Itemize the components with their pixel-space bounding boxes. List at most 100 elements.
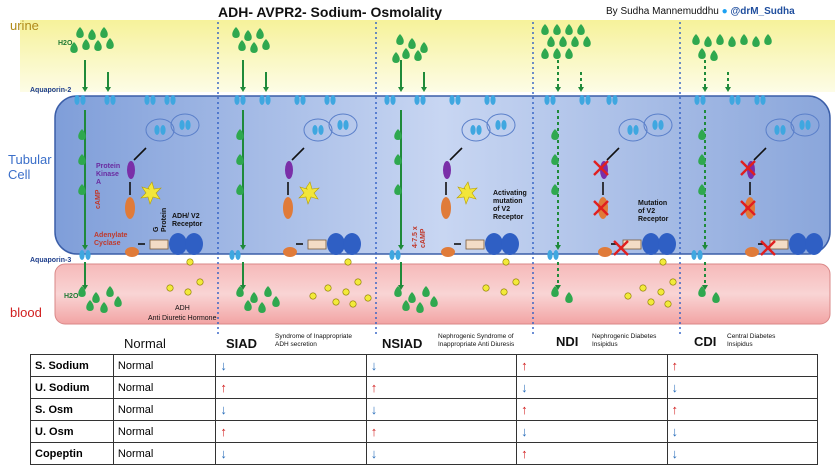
aquaporin-channel — [544, 95, 556, 105]
water-droplet-blood — [236, 286, 244, 297]
v2-receptor — [805, 233, 823, 255]
adh-molecule — [647, 298, 655, 306]
aquaporin-channel — [694, 95, 706, 105]
atp-star — [298, 181, 320, 205]
aquaporin-channel — [484, 95, 496, 105]
arrow-head — [240, 285, 246, 290]
adenylate-cyclase — [598, 247, 612, 257]
column-head-normal: Normal — [124, 336, 166, 351]
aquaporin-channel — [384, 95, 396, 105]
vesicle — [170, 113, 200, 137]
row-parameter-name: U. Osm — [30, 420, 114, 443]
water-droplet — [236, 154, 244, 165]
water-droplet-blood — [250, 292, 258, 303]
water-droplet — [414, 50, 422, 61]
column-head-cdi: CDI — [694, 334, 717, 349]
water-droplet-blood — [430, 296, 438, 307]
arrow-up-icon: ↑ — [521, 358, 528, 373]
arrow-head — [240, 245, 246, 250]
arrow-up-icon: ↑ — [370, 380, 378, 395]
arrow-head — [555, 285, 561, 290]
arrow-down-icon: ↓ — [521, 380, 528, 395]
water-droplet — [551, 184, 559, 195]
aquaporin-channel — [729, 95, 741, 105]
arrow-down-icon: ↓ — [521, 424, 528, 439]
block-cross-icon — [593, 160, 609, 176]
adh-molecule — [184, 288, 192, 296]
aquaporin-channel — [449, 95, 461, 105]
g-protein — [149, 239, 169, 250]
row-ndi-cell: ↑ — [516, 354, 668, 377]
aquaporin-channel — [104, 95, 116, 105]
arrow-head — [398, 87, 404, 92]
water-droplet — [571, 36, 579, 47]
water-droplet — [250, 42, 258, 53]
protein-kinase-a — [443, 161, 451, 179]
water-droplet-blood — [698, 286, 706, 297]
protein-kinase-a — [127, 161, 135, 179]
g-protein-label: G Protein — [153, 207, 168, 232]
column-desc-siad: Syndrome of Inappropriate ADH secretion — [275, 333, 352, 348]
block-cross-icon — [740, 200, 756, 216]
aquaporin-channel — [652, 120, 664, 130]
water-droplet-blood — [92, 292, 100, 303]
adh-molecule — [344, 258, 352, 266]
water-droplet — [559, 36, 567, 47]
adh-molecule — [324, 284, 332, 292]
adh-molecule — [657, 288, 665, 296]
aquaporin-channel — [691, 250, 703, 260]
arrow-head — [263, 87, 269, 92]
row-nsiad-cell: ↓ — [365, 442, 518, 465]
arrow-head — [82, 285, 88, 290]
g-protein — [465, 239, 485, 250]
arrow-up-icon: ↑ — [671, 402, 679, 417]
aquaporin2-label: Aquaporin-2 — [30, 87, 72, 94]
water-droplet — [728, 36, 736, 47]
column-head-siad: SIAD — [226, 336, 258, 351]
aquaporin-channel — [234, 95, 246, 105]
row-nsiad-cell: ↑ — [365, 376, 518, 399]
adh-v2-receptor-label: ADH/ V2 Receptor — [172, 213, 203, 228]
vesicle — [618, 118, 648, 142]
water-droplet — [106, 38, 114, 49]
aquaporin-channel — [154, 125, 166, 135]
arrow-up-icon: ↑ — [370, 424, 378, 439]
blood-label: blood — [10, 305, 42, 320]
arrow-head — [555, 87, 561, 92]
adh-pathway-diagram: ADH- AVPR2- Sodium- Osmolality By Sudha … — [8, 4, 835, 351]
aquaporin-channel — [470, 125, 482, 135]
water-droplet-blood — [86, 300, 94, 311]
arrow-head — [105, 87, 111, 92]
aquaporin-channel — [144, 95, 156, 105]
aquaporin-channel — [337, 120, 349, 130]
water-droplet — [78, 129, 86, 140]
water-droplet — [394, 184, 402, 195]
adh-molecule — [482, 284, 490, 292]
water-droplet — [583, 36, 591, 47]
adh-molecule — [664, 300, 672, 308]
water-droplet — [236, 129, 244, 140]
arrow-head — [555, 245, 561, 250]
row-normal-value: Normal — [112, 376, 217, 399]
water-droplet-blood — [272, 296, 280, 307]
water-droplet — [256, 28, 264, 39]
arrow-down-icon: ↓ — [671, 380, 679, 395]
arrow-head — [421, 87, 427, 92]
adh-molecule — [186, 258, 194, 266]
vesicle — [790, 113, 820, 137]
adh-molecule — [309, 292, 317, 300]
atp-star — [456, 181, 478, 205]
aquaporin-channel — [627, 125, 639, 135]
row-cdi-cell: ↑ — [666, 354, 819, 377]
arrow-down-icon: ↓ — [220, 358, 227, 373]
row-nsiad-cell: ↓ — [365, 398, 518, 421]
arrow-down-icon: ↓ — [220, 402, 227, 417]
water-droplet-blood — [565, 292, 573, 303]
v2-receptor — [185, 233, 203, 255]
aquaporin-channel — [414, 95, 426, 105]
water-droplet — [70, 42, 78, 53]
adenylate-cyclase — [283, 247, 297, 257]
row-siad-cell: ↑ — [215, 420, 367, 443]
